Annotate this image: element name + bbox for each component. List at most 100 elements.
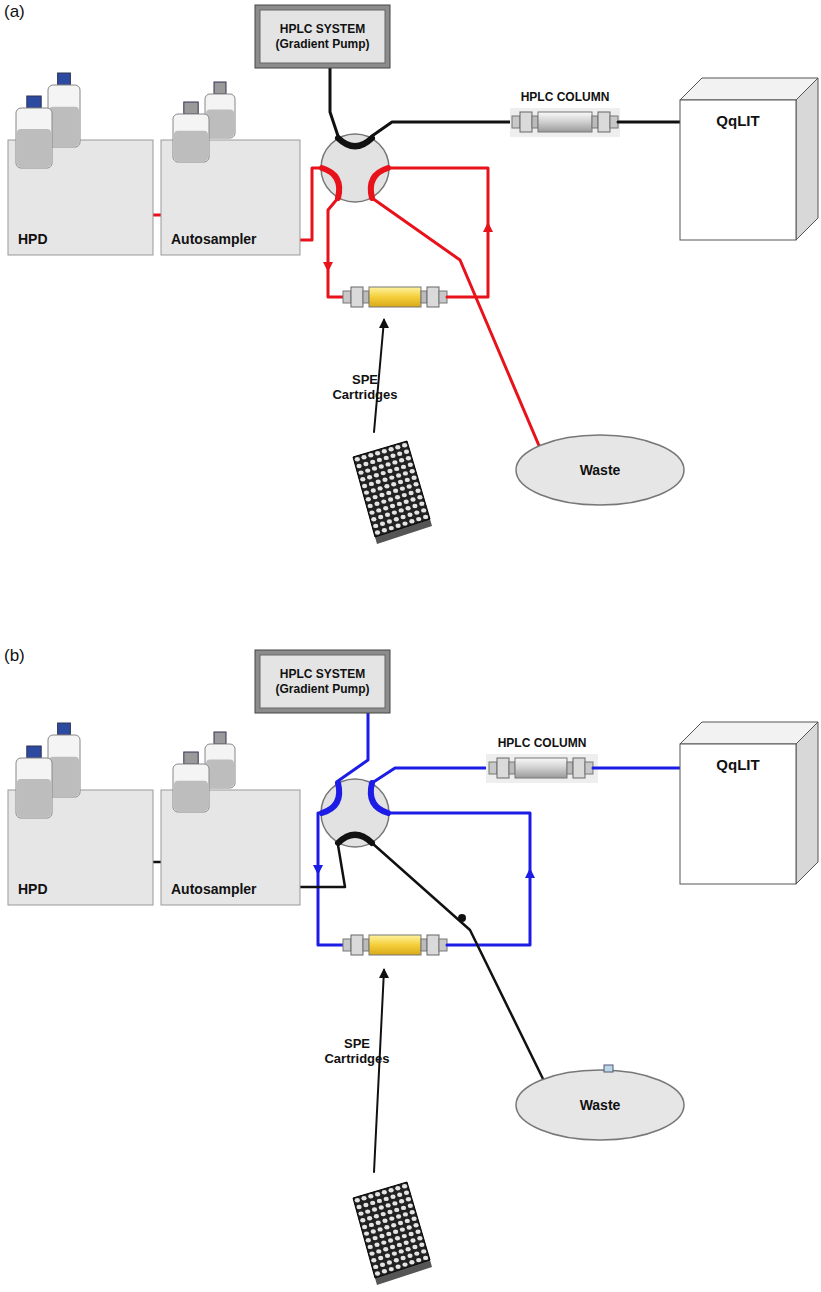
plate-well (373, 1265, 378, 1269)
plate-well (382, 1269, 387, 1273)
panel-letter: (a) (4, 2, 44, 22)
fitting-nut (427, 935, 439, 955)
plate-well (387, 519, 392, 523)
bottle (16, 108, 52, 168)
plate-well (409, 519, 414, 523)
plate-well (385, 1254, 390, 1258)
bottle (16, 758, 52, 818)
fitting (343, 939, 351, 951)
tubing-connector (153, 215, 161, 216)
tubing (372, 122, 518, 136)
plate-well (355, 1198, 360, 1202)
cube-front (680, 100, 796, 240)
plate-well (379, 1234, 384, 1238)
valve-channel (322, 783, 339, 813)
plate-well (406, 506, 411, 510)
plate-well (367, 475, 372, 479)
bottle-liquid (174, 131, 208, 161)
plate-well (393, 1230, 398, 1234)
plate-well (357, 464, 362, 468)
plate-well (407, 484, 412, 488)
plate-well (394, 517, 399, 521)
fitting (509, 762, 515, 774)
plate-well (387, 469, 392, 473)
bottle-liquid (206, 109, 234, 137)
plate-well (408, 1204, 413, 1208)
plate-well (391, 1223, 396, 1227)
column-shade (486, 754, 598, 783)
pump-frame (255, 650, 390, 713)
bottle (173, 114, 209, 162)
plate-well (371, 1258, 376, 1262)
plate-well (402, 1234, 407, 1238)
plate-well (374, 1214, 379, 1218)
plate-well (360, 1218, 365, 1222)
part-label: SPE Cartridges (312, 1036, 402, 1066)
plate-well (393, 489, 398, 493)
plate-well (360, 477, 365, 481)
plate-well (396, 1265, 401, 1269)
waste-ellipse-outline (516, 435, 684, 505)
plate-well (376, 1249, 381, 1253)
plate-well (394, 467, 399, 471)
bottle-liquid (49, 757, 79, 796)
well-plate (353, 441, 430, 537)
plate-well (386, 1232, 391, 1236)
fitting (592, 116, 598, 128)
plate-well (399, 1199, 404, 1203)
tubing (372, 198, 540, 448)
plate-well (387, 1260, 392, 1264)
plate-well (402, 1184, 407, 1188)
tubing (328, 198, 343, 297)
fitting-nut (497, 758, 509, 778)
plate-well (407, 513, 412, 517)
plate-well (410, 469, 415, 473)
plate-well (414, 510, 419, 514)
plate-well (398, 480, 403, 484)
pump-unit-box: HPD (8, 140, 153, 255)
plate-well (400, 1227, 405, 1231)
plate-well (412, 504, 417, 508)
tubing (330, 68, 338, 136)
plate-well (362, 1225, 367, 1229)
plate-well (367, 1216, 372, 1220)
plate-well (402, 521, 407, 525)
plate-well (384, 1225, 389, 1229)
node-label: Waste (515, 1069, 685, 1141)
plate-well (409, 1232, 414, 1236)
plate-well (374, 1243, 379, 1247)
plate-well (355, 457, 360, 461)
plate-well (417, 495, 422, 499)
fitting (363, 291, 369, 303)
fitting-nut (351, 935, 363, 955)
plate-well (412, 1245, 417, 1249)
plate-well (375, 530, 380, 534)
cube-side (796, 722, 818, 884)
fitting-nut (573, 758, 585, 778)
plate-well (401, 515, 406, 519)
plate-well (373, 495, 378, 499)
plate-well (406, 1247, 411, 1251)
plate-well (386, 1203, 391, 1207)
bottle-cap (214, 82, 226, 94)
plate-well (389, 475, 394, 479)
plate-well (398, 1221, 403, 1225)
bottle-cap (214, 732, 226, 744)
plate-well (384, 1197, 389, 1201)
node-shape (680, 78, 818, 240)
flow-arrowhead (323, 262, 333, 272)
plate-well (395, 1236, 400, 1240)
plate-well (361, 455, 366, 459)
fitting (567, 762, 573, 774)
plate-well (397, 1243, 402, 1247)
waste-ellipse: Waste (515, 1069, 685, 1141)
plate-well (400, 486, 405, 490)
valve-channel (338, 835, 372, 843)
panel-letter: (b) (4, 646, 44, 666)
plate-well (377, 458, 382, 462)
mass-spectrometer: QqLIT (680, 78, 818, 240)
plate-well (381, 471, 386, 475)
plate-well (395, 1186, 400, 1190)
plate-well (402, 443, 407, 447)
plate-side (375, 1260, 432, 1285)
